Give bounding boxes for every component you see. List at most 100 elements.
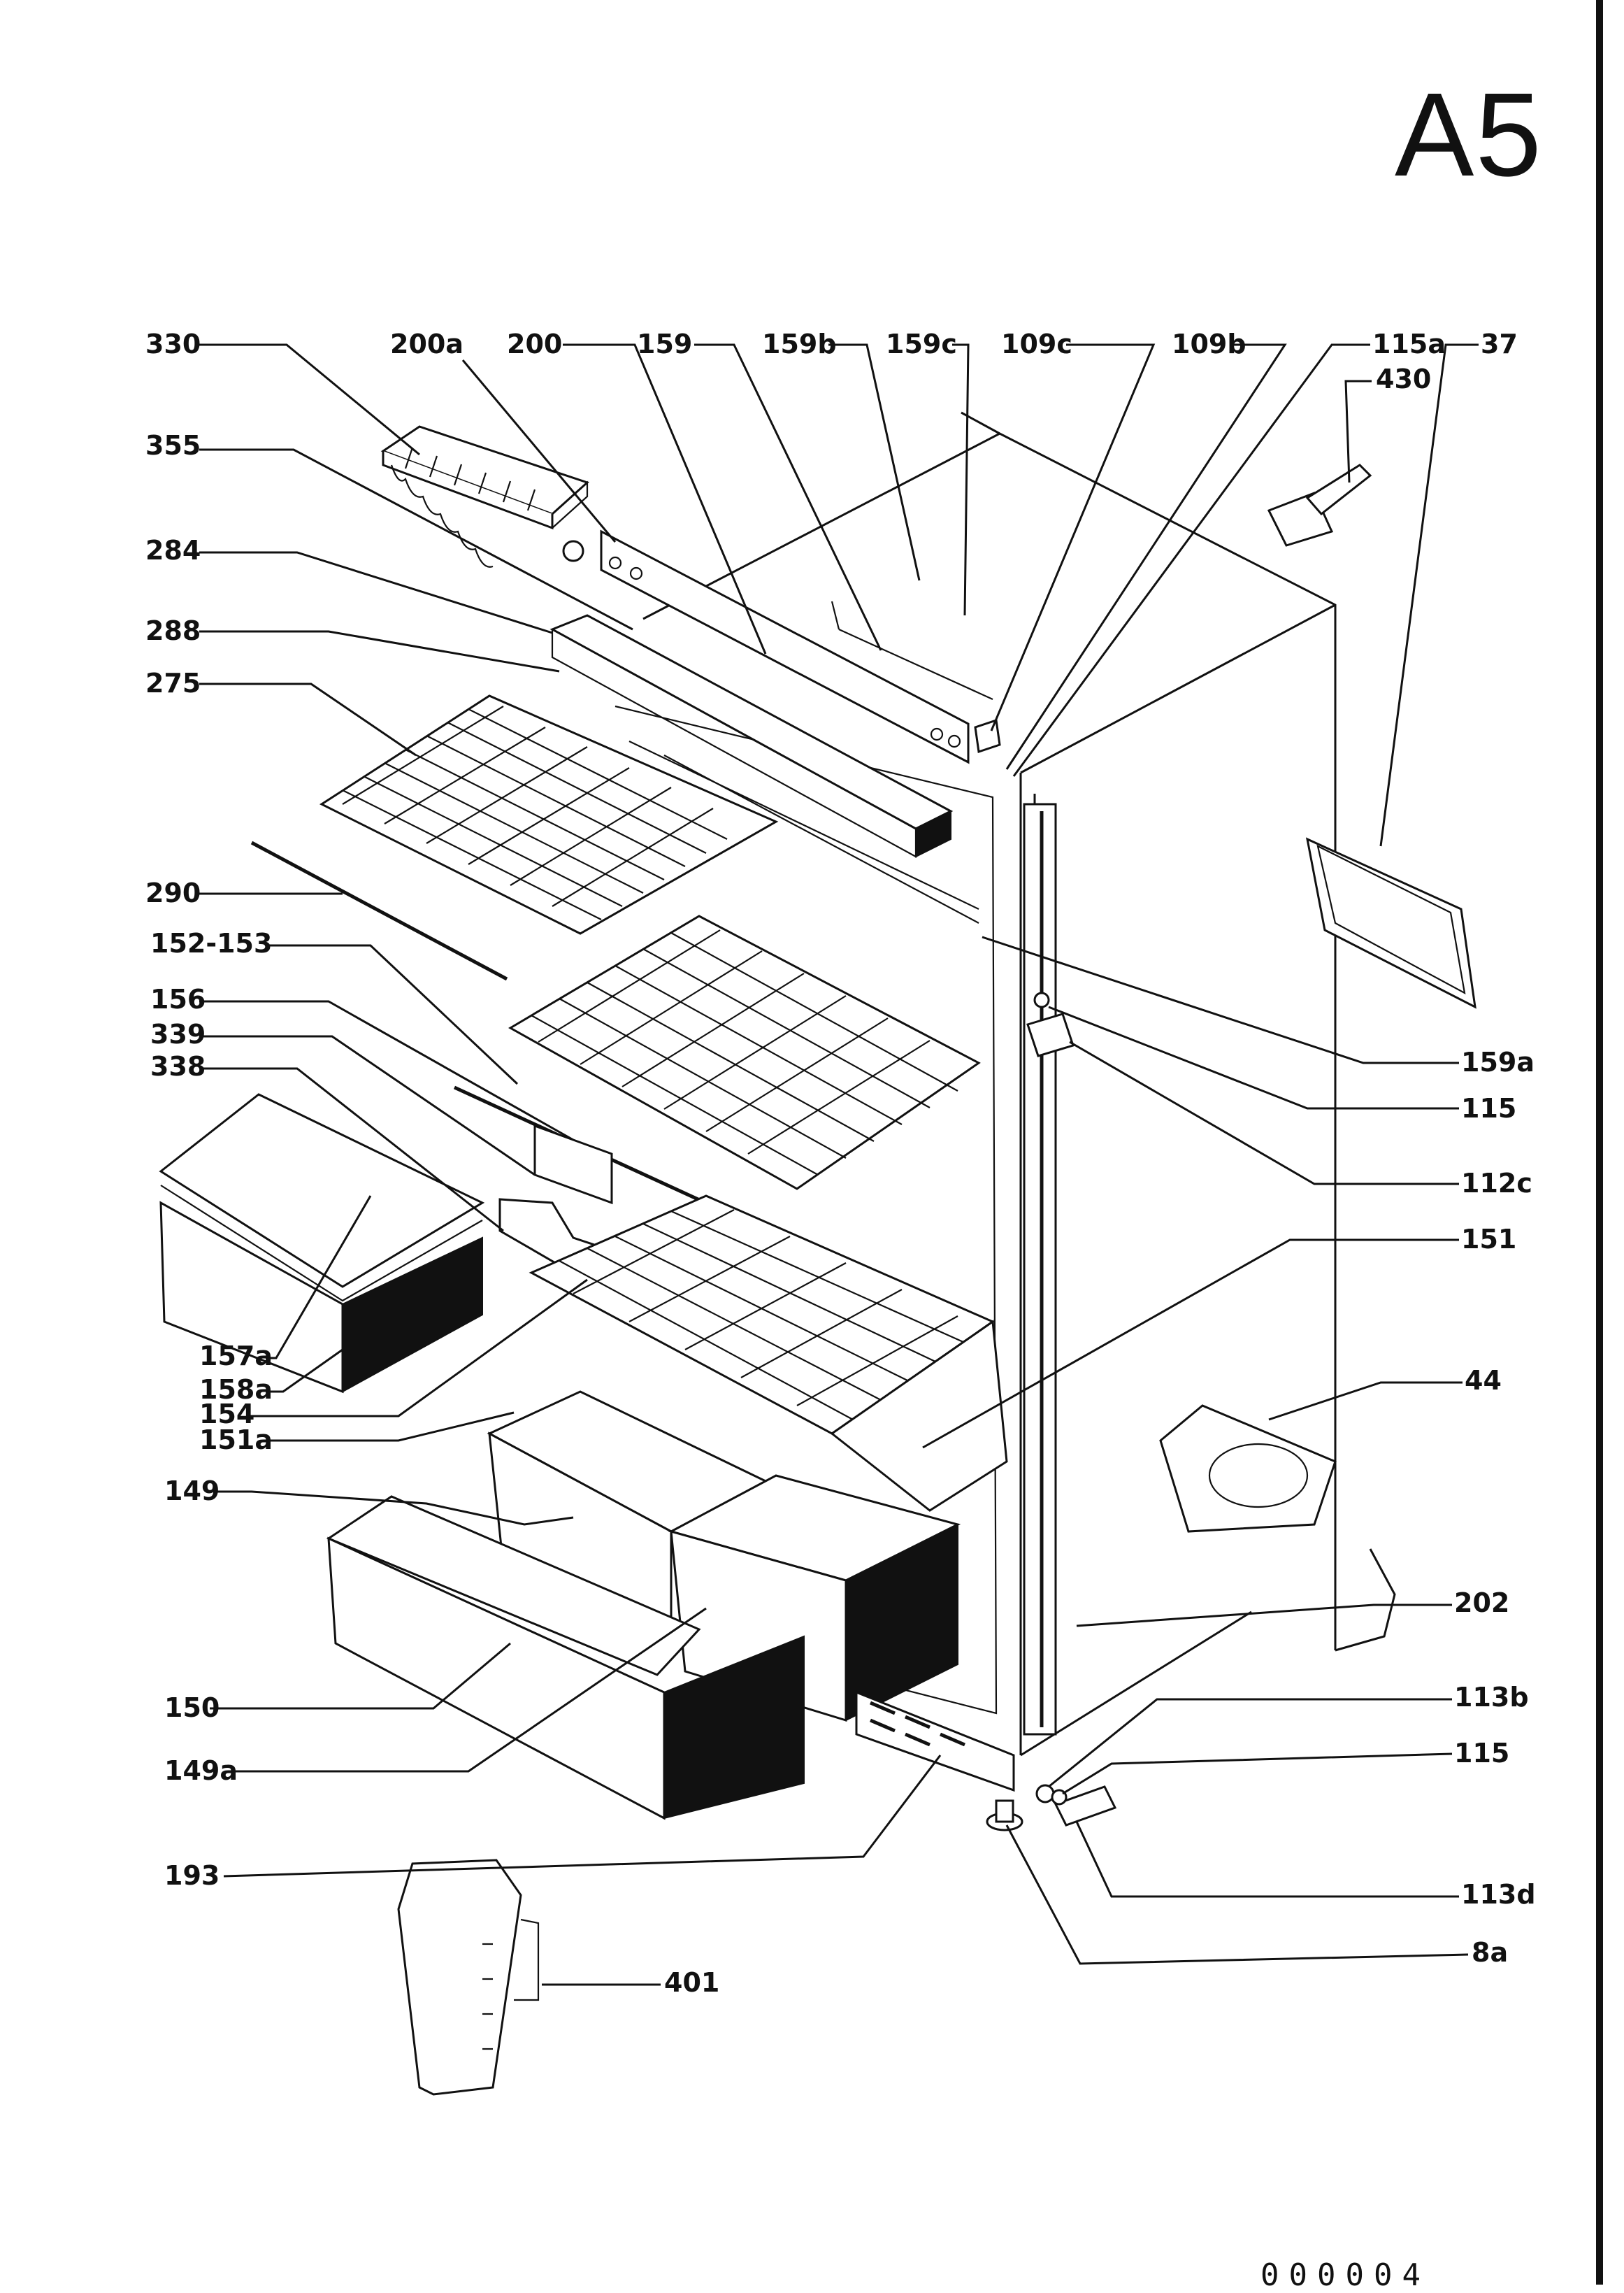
callout-label-109c: 109c bbox=[1001, 329, 1072, 359]
freezer-box-157a-158a bbox=[159, 1093, 485, 1394]
drip-tray-284 bbox=[549, 614, 979, 924]
callout-label-338: 338 bbox=[150, 1051, 206, 1082]
leader-line-355 bbox=[199, 448, 633, 631]
leader-line-200a bbox=[461, 359, 617, 543]
callout-label-159: 159 bbox=[637, 329, 692, 359]
callout-label-151a: 151a bbox=[199, 1424, 273, 1455]
callout-label-154: 154 bbox=[199, 1399, 254, 1429]
callout-label-355: 355 bbox=[145, 430, 201, 461]
callout-label-112c: 112c bbox=[1461, 1168, 1532, 1199]
callout-label-8a: 8a bbox=[1472, 1937, 1508, 1968]
callout-label-152-153: 152-153 bbox=[150, 928, 272, 959]
leader-line-151 bbox=[922, 1238, 1459, 1449]
callout-label-151: 151 bbox=[1461, 1224, 1516, 1255]
callout-label-159c: 159c bbox=[886, 329, 957, 359]
page-edge-bar bbox=[1596, 0, 1603, 2285]
leader-line-115-top bbox=[1048, 1006, 1459, 1110]
ice-cube-tray-330 bbox=[380, 425, 589, 568]
page-title: A5 bbox=[1395, 69, 1543, 201]
callout-label-401: 401 bbox=[664, 1967, 719, 1998]
callout-label-339: 339 bbox=[150, 1019, 206, 1050]
leader-line-338 bbox=[199, 1067, 504, 1232]
leader-line-158a bbox=[266, 1348, 343, 1393]
leader-line-115-bottom bbox=[1062, 1752, 1453, 1795]
callout-label-149a: 149a bbox=[164, 1755, 238, 1786]
hinge-112c bbox=[1026, 1013, 1075, 1057]
callout-label-330: 330 bbox=[145, 329, 201, 359]
leader-line-156 bbox=[199, 1000, 574, 1141]
callout-label-115-top: 115 bbox=[1461, 1093, 1516, 1124]
evaporator-plate-200 bbox=[600, 529, 970, 764]
leader-line-157a bbox=[266, 1195, 372, 1359]
leader-line-159a bbox=[982, 936, 1459, 1064]
leader-line-339 bbox=[199, 1035, 536, 1176]
callout-label-275: 275 bbox=[145, 668, 201, 699]
screw-113b bbox=[1035, 1784, 1055, 1803]
callout-label-202: 202 bbox=[1454, 1587, 1509, 1618]
leader-line-284 bbox=[199, 551, 553, 634]
leader-line-275 bbox=[199, 683, 417, 757]
leader-line-109c bbox=[990, 343, 1156, 731]
leader-line-149 bbox=[213, 1490, 574, 1526]
callout-label-156: 156 bbox=[150, 984, 206, 1015]
adjustable-foot-8a bbox=[986, 1799, 1023, 1831]
callout-label-115a: 115a bbox=[1372, 329, 1446, 359]
callout-label-44: 44 bbox=[1465, 1365, 1502, 1396]
callout-label-430: 430 bbox=[1376, 364, 1431, 394]
callout-label-113b: 113b bbox=[1454, 1682, 1529, 1713]
callout-label-157a: 157a bbox=[199, 1341, 273, 1371]
callout-label-288: 288 bbox=[145, 615, 201, 646]
callout-label-109b: 109b bbox=[1172, 329, 1246, 359]
lower-shelf-151 bbox=[529, 1194, 1008, 1512]
door-shelf-37 bbox=[1305, 837, 1476, 1009]
callout-label-115-bottom: 115 bbox=[1454, 1738, 1509, 1769]
leader-line-430 bbox=[1344, 380, 1372, 483]
leader-line-150 bbox=[210, 1642, 511, 1710]
callout-label-193: 193 bbox=[164, 1860, 220, 1891]
leader-line-109b bbox=[1005, 343, 1287, 770]
callout-label-150: 150 bbox=[164, 1692, 220, 1723]
shelf-support-339 bbox=[533, 1124, 613, 1205]
callout-label-37: 37 bbox=[1481, 329, 1518, 359]
callout-label-200: 200 bbox=[507, 329, 562, 359]
leader-line-159 bbox=[694, 343, 882, 651]
ice-scraper-430 bbox=[1267, 464, 1372, 547]
leader-line-151a bbox=[266, 1411, 515, 1442]
leader-line-112c bbox=[1069, 1041, 1459, 1185]
leader-line-8a bbox=[1005, 1824, 1469, 1965]
leader-line-149a bbox=[231, 1607, 707, 1773]
callout-leaders bbox=[199, 343, 1479, 1986]
screw-115-top bbox=[1033, 992, 1050, 1008]
vegetable-drawer-150 bbox=[326, 1495, 805, 1820]
door-gasket-202 bbox=[1023, 803, 1057, 1736]
measuring-jug-401 bbox=[397, 1859, 540, 2096]
leader-line-330 bbox=[199, 343, 420, 456]
egg-tray-44 bbox=[1159, 1404, 1337, 1533]
leader-line-37 bbox=[1379, 343, 1479, 847]
leader-line-202 bbox=[1076, 1603, 1452, 1627]
leader-line-159b bbox=[828, 343, 921, 581]
leader-line-159c bbox=[952, 343, 970, 616]
middle-shelf-152-153 bbox=[453, 915, 981, 1247]
leader-line-288 bbox=[199, 630, 560, 673]
leader-line-152-153 bbox=[269, 944, 519, 1085]
leader-line-154 bbox=[248, 1278, 588, 1417]
callout-label-113d: 113d bbox=[1461, 1879, 1536, 1910]
refrigerator-drawing bbox=[159, 411, 1476, 2096]
callout-label-159b: 159b bbox=[762, 329, 837, 359]
hinge-plate-113d bbox=[1054, 1785, 1117, 1827]
leader-line-115a bbox=[1012, 343, 1370, 777]
callout-label-290: 290 bbox=[145, 878, 201, 908]
leader-line-193 bbox=[223, 1755, 942, 1878]
callout-label-158a: 158a bbox=[199, 1374, 273, 1405]
callout-label-284: 284 bbox=[145, 535, 201, 566]
top-shelf-275 bbox=[250, 694, 779, 981]
leader-line-113d bbox=[1075, 1821, 1459, 1898]
screw-200a bbox=[562, 540, 584, 562]
leader-line-44 bbox=[1268, 1381, 1463, 1421]
grille-193 bbox=[855, 1690, 1015, 1792]
callout-label-159a: 159a bbox=[1461, 1047, 1535, 1078]
leader-line-113b bbox=[1048, 1698, 1452, 1788]
